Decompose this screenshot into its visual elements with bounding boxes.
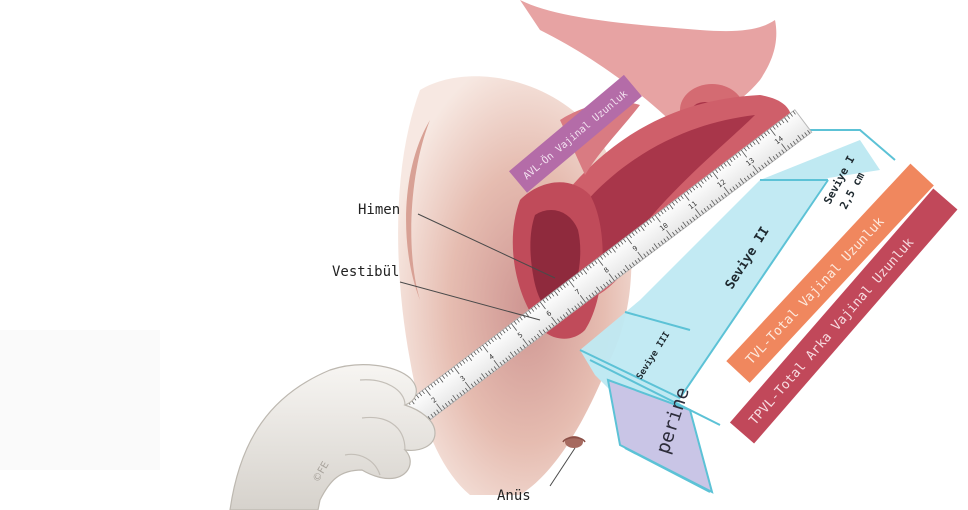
gloved-hand-illustration: ©FE	[230, 365, 435, 510]
vestibul-label: Vestibül	[332, 264, 399, 280]
himen-label: Himen	[358, 202, 400, 218]
background-watermark-shape	[0, 330, 160, 470]
anus-label: Anüs	[497, 488, 531, 504]
